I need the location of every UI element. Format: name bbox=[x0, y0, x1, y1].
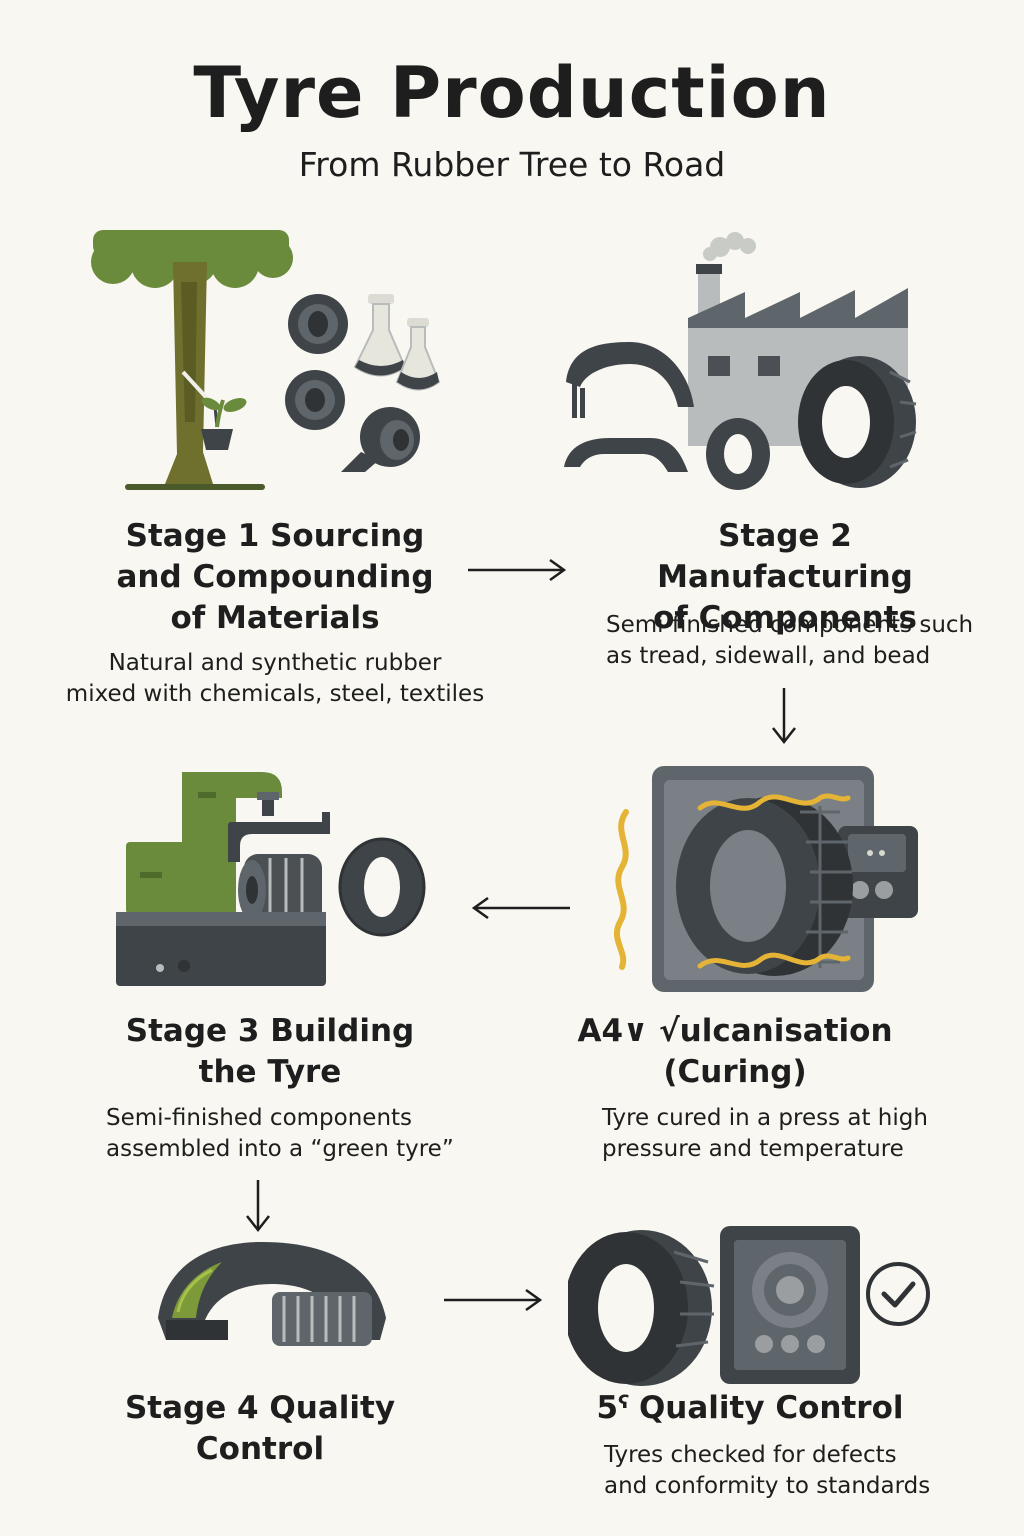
arrow-right-stage4-to-stage5 bbox=[444, 1288, 543, 1312]
page-subtitle: From Rubber Tree to Road bbox=[298, 145, 726, 184]
rubber-tree-materials-icon bbox=[91, 230, 441, 490]
factory-components-icon bbox=[564, 232, 917, 490]
stage-2-description: Semi-finished components such as tread, … bbox=[606, 612, 974, 669]
stage-3-title: Stage 3 Building the Tyre bbox=[125, 1013, 415, 1090]
inspection-machine-icon bbox=[568, 1226, 930, 1386]
stage-5-title: 5ˤ Quality Control bbox=[596, 1390, 904, 1426]
stage-1-description: Natural and synthetic rubber mixed with … bbox=[65, 650, 485, 707]
green-tyre-icon bbox=[158, 1242, 386, 1346]
stage-5-description: Tyres checked for defects and conformity… bbox=[604, 1442, 931, 1499]
arrow-down-stage3-to-stage4 bbox=[246, 1180, 270, 1233]
stage-2-title: Stage 2 Manufacturing of Components bbox=[653, 518, 917, 636]
curing-press-icon bbox=[613, 766, 918, 992]
vulcanisation-description: Tyre cured in a press at high pressure a… bbox=[602, 1105, 928, 1162]
tyre-building-machine-icon bbox=[116, 772, 426, 986]
stage-3-description: Semi-finished components assembled into … bbox=[106, 1105, 454, 1162]
stage-4-title: Stage 4 Quality Control bbox=[124, 1390, 396, 1467]
page-title: Tyre Production bbox=[193, 52, 831, 134]
arrow-left-vulcanisation-to-stage3 bbox=[471, 896, 570, 920]
vulcanisation-title: A4∨ √ulcanisation (Curing) bbox=[577, 1013, 893, 1090]
arrow-down-stage2-to-vulcanisation bbox=[772, 688, 796, 745]
stage-1-title: Stage 1 Sourcing and Compounding of Mate… bbox=[116, 518, 434, 636]
arrow-right-stage1-to-stage2 bbox=[468, 558, 567, 582]
